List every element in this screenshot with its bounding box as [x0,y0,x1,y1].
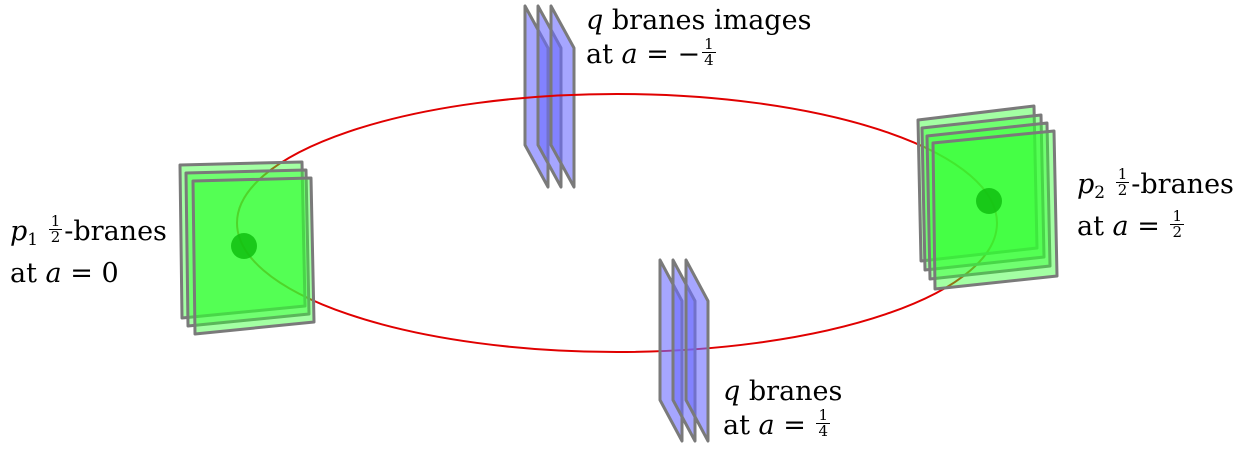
p1-position-point [231,233,257,259]
p1-position-value: 0 [101,258,119,289]
p2-position-point [976,188,1002,214]
p2-suffix: -branes [1131,169,1234,200]
q-images-sign: − [677,39,701,70]
q-brane-sheet [684,258,710,443]
p1-half-brane-sheet [191,176,316,336]
compact-circle [236,93,998,353]
q-symbol: q [723,376,741,407]
q-brane-image-sheet [549,4,576,189]
p1-suffix: -branes [64,216,167,247]
q-images-symbol: q [586,5,604,36]
p2-symbol: p [1077,169,1095,200]
p1-subscript: 1 [27,230,39,250]
p1-symbol: p [10,216,28,247]
p2-subscript: 2 [1094,183,1106,203]
p2-half-brane-sheet [916,104,1039,263]
